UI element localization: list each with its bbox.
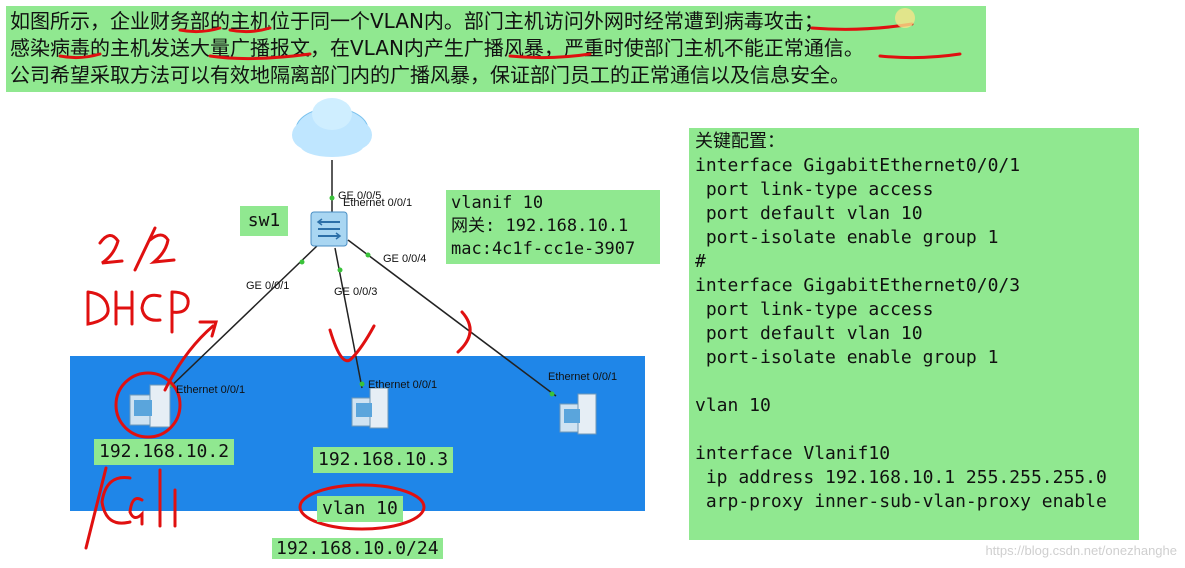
uplink-port-label: Ethernet 0/0/1 <box>343 197 413 209</box>
switch-label: sw1 <box>240 206 288 236</box>
link-label-ge003: GE 0/0/3 <box>334 286 378 298</box>
config-line: port default vlan 10 <box>695 323 923 344</box>
config-line: interface Vlanif10 <box>695 443 891 464</box>
uplink-port-overlap-label: GE 0/0/5 <box>338 190 382 202</box>
config-line: ip address 192.168.10.1 255.255.255.0 <box>695 467 1107 488</box>
intro-line-3: 公司希望采取方法可以有效地隔离部门内的广播风暴，保证部门员工的正常通信以及信息安… <box>10 63 850 87</box>
config-line: interface GigabitEthernet0/0/1 <box>695 155 1021 176</box>
vlanif-title: vlanif 10 <box>451 193 544 213</box>
host2-ip: 192.168.10.3 <box>313 447 454 473</box>
pc-icon <box>129 384 171 428</box>
switch-icon <box>310 211 348 247</box>
vlan-label: vlan 10 <box>317 496 403 522</box>
intro-line-2: 感染病毒的主机发送大量广播报文，在VLAN内产生广播风暴，严重时使部门主机不能正… <box>10 36 864 60</box>
intro-line-1: 如图所示，企业财务部的主机位于同一个VLAN内。部门主机访问外网时经常遭到病毒攻… <box>10 9 824 33</box>
cursor-highlight <box>895 8 915 28</box>
vlanif-mac: mac:4c1f-cc1e-3907 <box>451 239 636 259</box>
host3-port-label: Ethernet 0/0/1 <box>548 371 618 383</box>
host2-port-label: Ethernet 0/0/1 <box>368 379 438 391</box>
vlanif-info: vlanif 10 网关: 192.168.10.1 mac:4c1f-cc1e… <box>446 190 660 264</box>
vlanif-gateway: 网关: 192.168.10.1 <box>451 216 629 236</box>
config-line: port link-type access <box>695 179 934 200</box>
host1-ip: 192.168.10.2 <box>94 439 235 465</box>
intro-text: 如图所示，企业财务部的主机位于同一个VLAN内。部门主机访问外网时经常遭到病毒攻… <box>6 6 986 92</box>
config-line: vlan 10 <box>695 395 771 416</box>
subnet-label: 192.168.10.0/24 <box>272 538 443 559</box>
config-line: # <box>695 251 706 272</box>
pc-icon <box>559 393 597 435</box>
cloud-icon <box>292 98 372 157</box>
config-line: port-isolate enable group 1 <box>695 227 999 248</box>
config-line: interface GigabitEthernet0/0/3 <box>695 275 1021 296</box>
host1-port-label: Ethernet 0/0/1 <box>176 384 246 396</box>
config-line: arp-proxy inner-sub-vlan-proxy enable <box>695 491 1107 512</box>
config-title: 关键配置： <box>695 131 785 152</box>
pc-icon <box>351 387 389 429</box>
config-line: port-isolate enable group 1 <box>695 347 999 368</box>
config-line <box>695 370 1133 394</box>
watermark: https://blog.csdn.net/onezhanghe <box>985 543 1177 558</box>
link-label-ge001: GE 0/0/1 <box>246 280 290 292</box>
config-line: port default vlan 10 <box>695 203 923 224</box>
link-label-ge004: GE 0/0/4 <box>383 253 427 265</box>
config-line <box>695 418 1133 442</box>
handwritten-annotations <box>58 22 962 550</box>
config-line: port link-type access <box>695 299 934 320</box>
config-panel: 关键配置： interface GigabitEthernet0/0/1 por… <box>689 128 1139 540</box>
